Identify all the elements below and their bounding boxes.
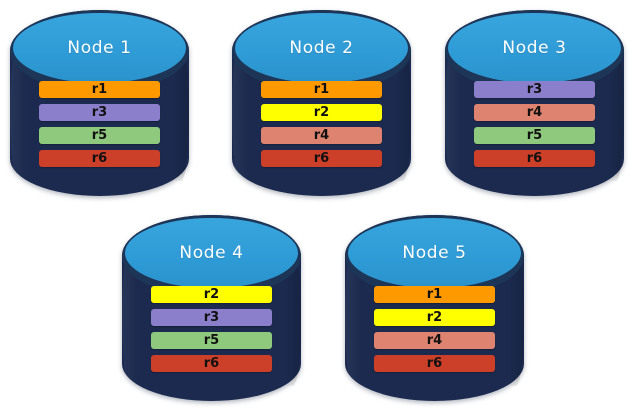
replica-bar[interactable]: r1	[38, 80, 161, 98]
database-node[interactable]: Node 3 r3 r4 r5 r6	[445, 10, 624, 196]
cylinder-top-disc: Node 2	[234, 12, 409, 84]
replica-label: r6	[91, 150, 108, 166]
database-node[interactable]: Node 4 r2 r3 r5 r6	[122, 215, 301, 401]
replica-label: r3	[91, 104, 108, 120]
replica-bar[interactable]: r6	[150, 354, 273, 372]
node-title: Node 4	[179, 243, 244, 264]
replica-label: r6	[526, 150, 543, 166]
node-title: Node 3	[502, 38, 567, 59]
cylinder-top-disc: Node 5	[347, 217, 522, 289]
replica-label: r4	[526, 104, 543, 120]
replica-bar[interactable]: r4	[473, 103, 596, 121]
cylinder-top-disc: Node 3	[447, 12, 622, 84]
replica-bar[interactable]: r1	[260, 80, 383, 98]
replica-bar[interactable]: r5	[473, 126, 596, 144]
node-title: Node 1	[67, 38, 132, 59]
replica-bar[interactable]: r6	[260, 149, 383, 167]
replica-bar[interactable]: r6	[373, 354, 496, 372]
cylinder-top-disc: Node 1	[12, 12, 187, 84]
replica-label: r1	[91, 81, 108, 97]
replica-stack: r1 r2 r4 r6	[260, 80, 383, 167]
node-title: Node 5	[402, 243, 467, 264]
replica-label: r6	[203, 355, 220, 371]
replica-bar[interactable]: r5	[38, 126, 161, 144]
replica-label: r6	[313, 150, 330, 166]
replica-bar[interactable]: r2	[260, 103, 383, 121]
replica-label: r5	[526, 127, 543, 143]
replica-bar[interactable]: r6	[38, 149, 161, 167]
replica-label: r2	[203, 286, 220, 302]
database-node[interactable]: Node 5 r1 r2 r4 r6	[345, 215, 524, 401]
replica-bar[interactable]: r4	[373, 331, 496, 349]
replica-label: r2	[426, 309, 443, 325]
replica-label: r5	[91, 127, 108, 143]
replica-label: r3	[526, 81, 543, 97]
replica-label: r2	[313, 104, 330, 120]
replica-bar[interactable]: r3	[473, 80, 596, 98]
replica-label: r3	[203, 309, 220, 325]
replica-bar[interactable]: r3	[150, 308, 273, 326]
replica-bar[interactable]: r3	[38, 103, 161, 121]
replica-stack: r2 r3 r5 r6	[150, 285, 273, 372]
replica-bar[interactable]: r5	[150, 331, 273, 349]
replica-label: r4	[313, 127, 330, 143]
replica-label: r5	[203, 332, 220, 348]
database-node[interactable]: Node 1 r1 r3 r5 r6	[10, 10, 189, 196]
replica-label: r1	[313, 81, 330, 97]
replica-stack: r1 r3 r5 r6	[38, 80, 161, 167]
replica-bar[interactable]: r1	[373, 285, 496, 303]
node-title: Node 2	[289, 38, 354, 59]
replica-bar[interactable]: r6	[473, 149, 596, 167]
replica-label: r1	[426, 286, 443, 302]
replica-bar[interactable]: r2	[150, 285, 273, 303]
database-node[interactable]: Node 2 r1 r2 r4 r6	[232, 10, 411, 196]
replica-bar[interactable]: r4	[260, 126, 383, 144]
replica-stack: r1 r2 r4 r6	[373, 285, 496, 372]
replica-stack: r3 r4 r5 r6	[473, 80, 596, 167]
replica-label: r4	[426, 332, 443, 348]
replica-label: r6	[426, 355, 443, 371]
replica-bar[interactable]: r2	[373, 308, 496, 326]
cylinder-top-disc: Node 4	[124, 217, 299, 289]
